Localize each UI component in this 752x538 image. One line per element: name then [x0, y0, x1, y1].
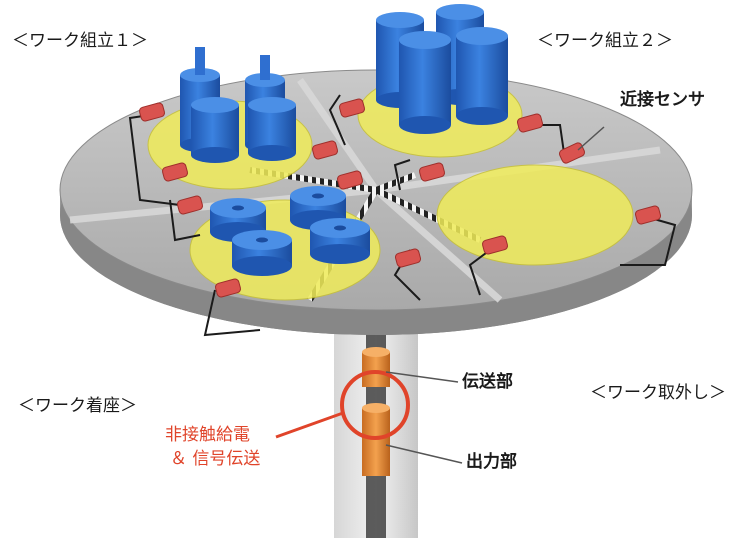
transmission-coupler: [362, 347, 390, 387]
label-work-assembly-2: ＜ワーク組立２＞: [537, 31, 673, 51]
work-discs-seating: [210, 186, 370, 276]
label-transmission-part: 伝送部: [462, 372, 513, 392]
label-signal-transmission: ＆ 信号伝送: [170, 449, 261, 469]
callout-leader: [275, 411, 344, 439]
fixture-removal: [436, 164, 634, 266]
label-output-part: 出力部: [466, 452, 517, 472]
label-work-assembly-1: ＜ワーク組立１＞: [12, 31, 148, 51]
output-leader: [385, 444, 463, 464]
sensor-wiring: [128, 94, 677, 337]
label-work-seating: ＜ワーク着座＞: [18, 396, 137, 416]
label-noncontact-power: 非接触給電: [165, 425, 250, 445]
transmission-leader: [385, 371, 459, 383]
work-stack-assembly-2: [376, 4, 508, 134]
work-stack-assembly-1: [180, 47, 296, 163]
sensor-leader: [577, 126, 605, 151]
output-coupler: [362, 403, 390, 476]
label-proximity-sensor: 近接センサ: [620, 90, 705, 110]
callout-circle: [340, 370, 410, 440]
proximity-sensors: [138, 98, 662, 298]
label-work-removal: ＜ワーク取外し＞: [590, 383, 726, 403]
